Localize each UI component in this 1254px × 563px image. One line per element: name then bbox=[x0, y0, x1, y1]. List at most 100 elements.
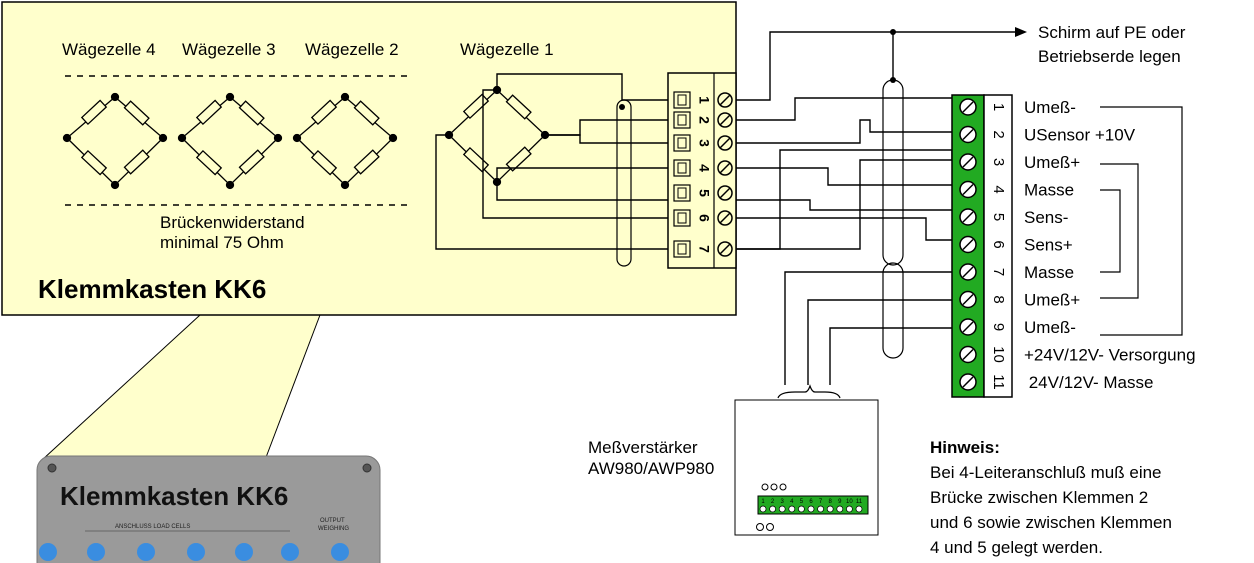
green-terminal-number: 2 bbox=[990, 130, 1007, 138]
cable-shield-box bbox=[616, 99, 632, 267]
kk6-terminal-1: 1 bbox=[673, 91, 733, 109]
kk6-terminal-2: 2 bbox=[673, 111, 733, 129]
kk6-photo-panel bbox=[36, 455, 381, 563]
interconnect-wires bbox=[736, 97, 955, 250]
amplifier-leds bbox=[761, 483, 787, 491]
hint-line3: und 6 sowie zwischen Klemmen bbox=[930, 513, 1172, 532]
terminal-label-6: Sens+ bbox=[1024, 236, 1073, 255]
terminal-label-1: Umeß- bbox=[1024, 98, 1076, 117]
load-cell-3-label: Wägezelle 3 bbox=[182, 40, 276, 59]
photo-caption-right-2: WEIGHING bbox=[318, 526, 349, 532]
green-terminal-number: 11 bbox=[990, 374, 1007, 390]
load-cell-3-bridge bbox=[177, 92, 283, 190]
box-title: Klemmkasten KK6 bbox=[38, 274, 266, 304]
green-terminal-5: 5 bbox=[959, 208, 1007, 226]
terminal-label-10: +24V/12V- Versorgung bbox=[1024, 346, 1196, 365]
shield-node bbox=[619, 104, 625, 110]
green-terminal-number: 1 bbox=[990, 103, 1007, 111]
kk6-terminal-6: 6 bbox=[673, 209, 733, 227]
amplifier-wires bbox=[784, 271, 955, 385]
green-terminal-11: 11 bbox=[959, 373, 1007, 391]
load-cell-4-label: Wägezelle 4 bbox=[62, 40, 156, 59]
kk6-terminal-number: 2 bbox=[696, 116, 712, 124]
amplifier-terminal-10: 10 bbox=[846, 499, 853, 505]
photo-caption-right-1: OUTPUT bbox=[320, 518, 345, 524]
load-cell-1-wires bbox=[435, 73, 672, 250]
green-terminal-number: 10 bbox=[990, 346, 1007, 363]
kk6-terminal-number: 7 bbox=[696, 245, 712, 253]
kk6-terminal-number: 6 bbox=[696, 214, 712, 222]
terminal-label-2: USensor +10V bbox=[1024, 126, 1136, 145]
bridge-brackets bbox=[1100, 106, 1183, 336]
hint-title: Hinweis: bbox=[930, 438, 1000, 457]
green-terminal-number: 7 bbox=[990, 268, 1007, 276]
green-terminal-8: 8 bbox=[959, 290, 1007, 309]
green-terminal-7: 7 bbox=[959, 263, 1007, 281]
green-terminal-number: 4 bbox=[990, 185, 1007, 193]
amplifier-label-line1: Meßverstärker bbox=[588, 438, 698, 457]
green-terminal-9: 9 bbox=[959, 318, 1007, 336]
amplifier-terminal-2: 2 bbox=[771, 499, 775, 505]
terminal-label-8: Umeß+ bbox=[1024, 291, 1080, 310]
terminal-label-9: Umeß- bbox=[1024, 318, 1076, 337]
bridge-resistance-line2: minimal 75 Ohm bbox=[160, 233, 284, 252]
green-terminal-number: 3 bbox=[990, 158, 1007, 166]
hint-line2: Brücke zwischen Klemmen 2 bbox=[930, 488, 1148, 507]
terminal-label-11: 24V/12V- Masse bbox=[1024, 373, 1153, 392]
amplifier-terminal-5: 5 bbox=[800, 499, 804, 505]
amplifier-label-line2: AW980/AWP980 bbox=[588, 459, 714, 478]
load-cell-4-bridge bbox=[62, 92, 168, 190]
green-terminal-number-strip bbox=[983, 94, 1013, 398]
amplifier-terminal-4: 4 bbox=[790, 499, 794, 505]
amplifier-terminal-7: 7 bbox=[819, 499, 823, 505]
green-terminal-3: 3 bbox=[959, 153, 1007, 171]
kk6-terminal-rows: 1 2 3 4 5 6 7 bbox=[673, 91, 733, 258]
kk6-terminal-number: 5 bbox=[696, 189, 712, 197]
photo-title: Klemmkasten KK6 bbox=[60, 481, 288, 511]
kk6-terminal-number: 4 bbox=[696, 164, 712, 172]
arrow-to-pe bbox=[1015, 27, 1027, 37]
shield-note-line2: Betriebserde legen bbox=[1038, 47, 1181, 66]
green-terminal-6: 6 bbox=[959, 235, 1007, 254]
amplifier-terminal-9: 9 bbox=[838, 499, 842, 505]
terminal-label-7: Masse bbox=[1024, 263, 1074, 282]
terminal-label-3: Umeß+ bbox=[1024, 153, 1080, 172]
hint-line4: 4 und 5 gelegt werden. bbox=[930, 538, 1103, 557]
amplifier-terminal-1: 1 bbox=[761, 499, 765, 505]
kk6-terminal-5: 5 bbox=[673, 184, 733, 202]
amplifier-terminal-8: 8 bbox=[829, 499, 833, 505]
amplifier-terminal-6: 6 bbox=[809, 499, 813, 505]
terminal-label-5: Sens- bbox=[1024, 208, 1068, 227]
load-cell-2-label: Wägezelle 2 bbox=[305, 40, 399, 59]
green-terminal-number: 5 bbox=[990, 213, 1007, 221]
green-terminal-2: 2 bbox=[959, 125, 1007, 144]
load-cell-1-label: Wägezelle 1 bbox=[460, 40, 554, 59]
green-terminal-number: 9 bbox=[990, 323, 1007, 331]
amplifier-terminal-11: 11 bbox=[856, 499, 863, 505]
cable-shield-upper bbox=[882, 79, 904, 266]
hint-line1: Bei 4-Leiteranschluß muß eine bbox=[930, 463, 1162, 482]
green-terminal-number: 8 bbox=[990, 295, 1007, 303]
kk6-terminal-number: 3 bbox=[696, 139, 712, 147]
callout-edge-left bbox=[41, 314, 201, 461]
load-cell-2-bridge bbox=[292, 92, 398, 190]
green-terminal-number: 6 bbox=[990, 240, 1007, 248]
kk6-terminal-number: 1 bbox=[696, 96, 712, 104]
cable-shield-lower bbox=[882, 262, 904, 359]
kk6-terminal-3: 3 bbox=[673, 134, 733, 152]
callout-edge-right bbox=[264, 314, 321, 461]
terminal-label-4: Masse bbox=[1024, 181, 1074, 200]
photo-connectors bbox=[39, 543, 349, 561]
terminal-labels: Umeß-USensor +10VUmeß+MasseSens-Sens+Mas… bbox=[1024, 98, 1196, 392]
green-terminal-4: 4 bbox=[959, 180, 1007, 199]
green-terminal-1: 1 bbox=[959, 98, 1007, 116]
kk6-terminal-4: 4 bbox=[673, 159, 733, 177]
bridge-resistance-line1: Brückenwiderstand bbox=[160, 213, 305, 232]
kk6-terminal-7: 7 bbox=[673, 240, 733, 258]
amplifier-terminal-3: 3 bbox=[781, 499, 785, 505]
shield-wire bbox=[736, 31, 1015, 101]
green-terminal-rows: 1 2 3 4 5 6 7 8 9 10 11 bbox=[959, 98, 1007, 391]
shield-note-line1: Schirm auf PE oder bbox=[1038, 23, 1186, 42]
green-terminal-10: 10 bbox=[959, 345, 1007, 364]
